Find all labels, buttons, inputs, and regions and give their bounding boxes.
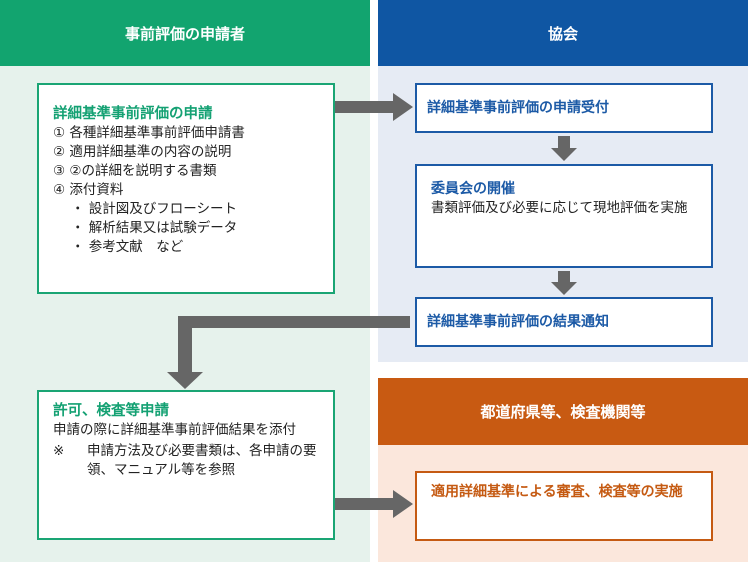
item-mark: ③ bbox=[53, 163, 66, 179]
subitem-text: 解析結果又は試験データ bbox=[88, 220, 238, 236]
committee-box: 委員会の開催 書類評価及び必要に応じて現地評価を実施 bbox=[415, 164, 713, 268]
prefecture-header-label: 都道府県等、検査機関等 bbox=[480, 403, 646, 421]
note-mark: ※ bbox=[53, 443, 65, 459]
application-item: ④ 添付資料 bbox=[53, 181, 321, 200]
item-mark: ② bbox=[53, 144, 66, 160]
subitem-text: 設計図及びフローシート bbox=[88, 201, 238, 217]
receipt-title: 詳細基準事前評価の申請受付 bbox=[427, 99, 609, 116]
committee-body: 書類評価及び必要に応じて現地評価を実施 bbox=[431, 200, 688, 216]
application-subitem: ・ 参考文献 など bbox=[53, 238, 321, 257]
bullet-mark: ・ bbox=[71, 220, 85, 236]
arrow-elbow-icon bbox=[167, 316, 410, 389]
result-box: 詳細基準事前評価の結果通知 bbox=[415, 297, 713, 347]
arrow-right-icon bbox=[335, 490, 413, 518]
application-box: 詳細基準事前評価の申請 ① 各種詳細基準事前評価申請書 ② 適用詳細基準の内容の… bbox=[37, 83, 335, 294]
permit-box: 許可、検査等申請 申請の際に詳細基準事前評価結果を添付 ※ 申請方法及び必要書類… bbox=[37, 390, 335, 540]
receipt-box: 詳細基準事前評価の申請受付 bbox=[415, 83, 713, 133]
association-header: 協会 bbox=[378, 0, 748, 66]
arrow-right-icon bbox=[335, 93, 413, 121]
application-title: 詳細基準事前評価の申請 bbox=[53, 106, 213, 122]
prefecture-header: 都道府県等、検査機関等 bbox=[378, 378, 748, 445]
item-mark: ④ bbox=[53, 182, 66, 198]
bullet-mark: ・ bbox=[71, 201, 85, 217]
arrow-down-icon bbox=[551, 136, 577, 161]
item-text: 各種詳細基準事前評価申請書 bbox=[69, 125, 245, 141]
result-title: 詳細基準事前評価の結果通知 bbox=[427, 313, 609, 330]
application-item: ② 適用詳細基準の内容の説明 bbox=[53, 143, 321, 162]
item-text: 添付資料 bbox=[69, 182, 124, 198]
review-title: 適用詳細基準による審査、検査等の実施 bbox=[431, 484, 683, 500]
application-item: ① 各種詳細基準事前評価申請書 bbox=[53, 124, 321, 143]
bullet-mark: ・ bbox=[71, 239, 85, 255]
application-item: ③ ②の詳細を説明する書類 bbox=[53, 162, 321, 181]
note-text: 申請方法及び必要書類は、各申請の要領、マニュアル等を参照 bbox=[87, 443, 317, 478]
review-box: 適用詳細基準による審査、検査等の実施 bbox=[415, 471, 713, 541]
arrow-down-icon bbox=[551, 271, 577, 295]
permit-body: 申請の際に詳細基準事前評価結果を添付 bbox=[53, 422, 296, 438]
application-subitem: ・ 解析結果又は試験データ bbox=[53, 219, 321, 238]
permit-note: ※ 申請方法及び必要書類は、各申請の要領、マニュアル等を参照 bbox=[53, 442, 321, 480]
application-subitem: ・ 設計図及びフローシート bbox=[53, 200, 321, 219]
permit-title: 許可、検査等申請 bbox=[53, 403, 169, 419]
applicant-header-label: 事前評価の申請者 bbox=[124, 24, 245, 43]
subitem-text: 参考文献 など bbox=[88, 239, 184, 255]
applicant-header: 事前評価の申請者 bbox=[0, 0, 370, 66]
item-mark: ① bbox=[53, 125, 66, 141]
association-header-label: 協会 bbox=[547, 24, 578, 43]
committee-title: 委員会の開催 bbox=[431, 181, 515, 197]
item-text: 適用詳細基準の内容の説明 bbox=[69, 144, 232, 160]
item-text: ②の詳細を説明する書類 bbox=[69, 163, 217, 179]
